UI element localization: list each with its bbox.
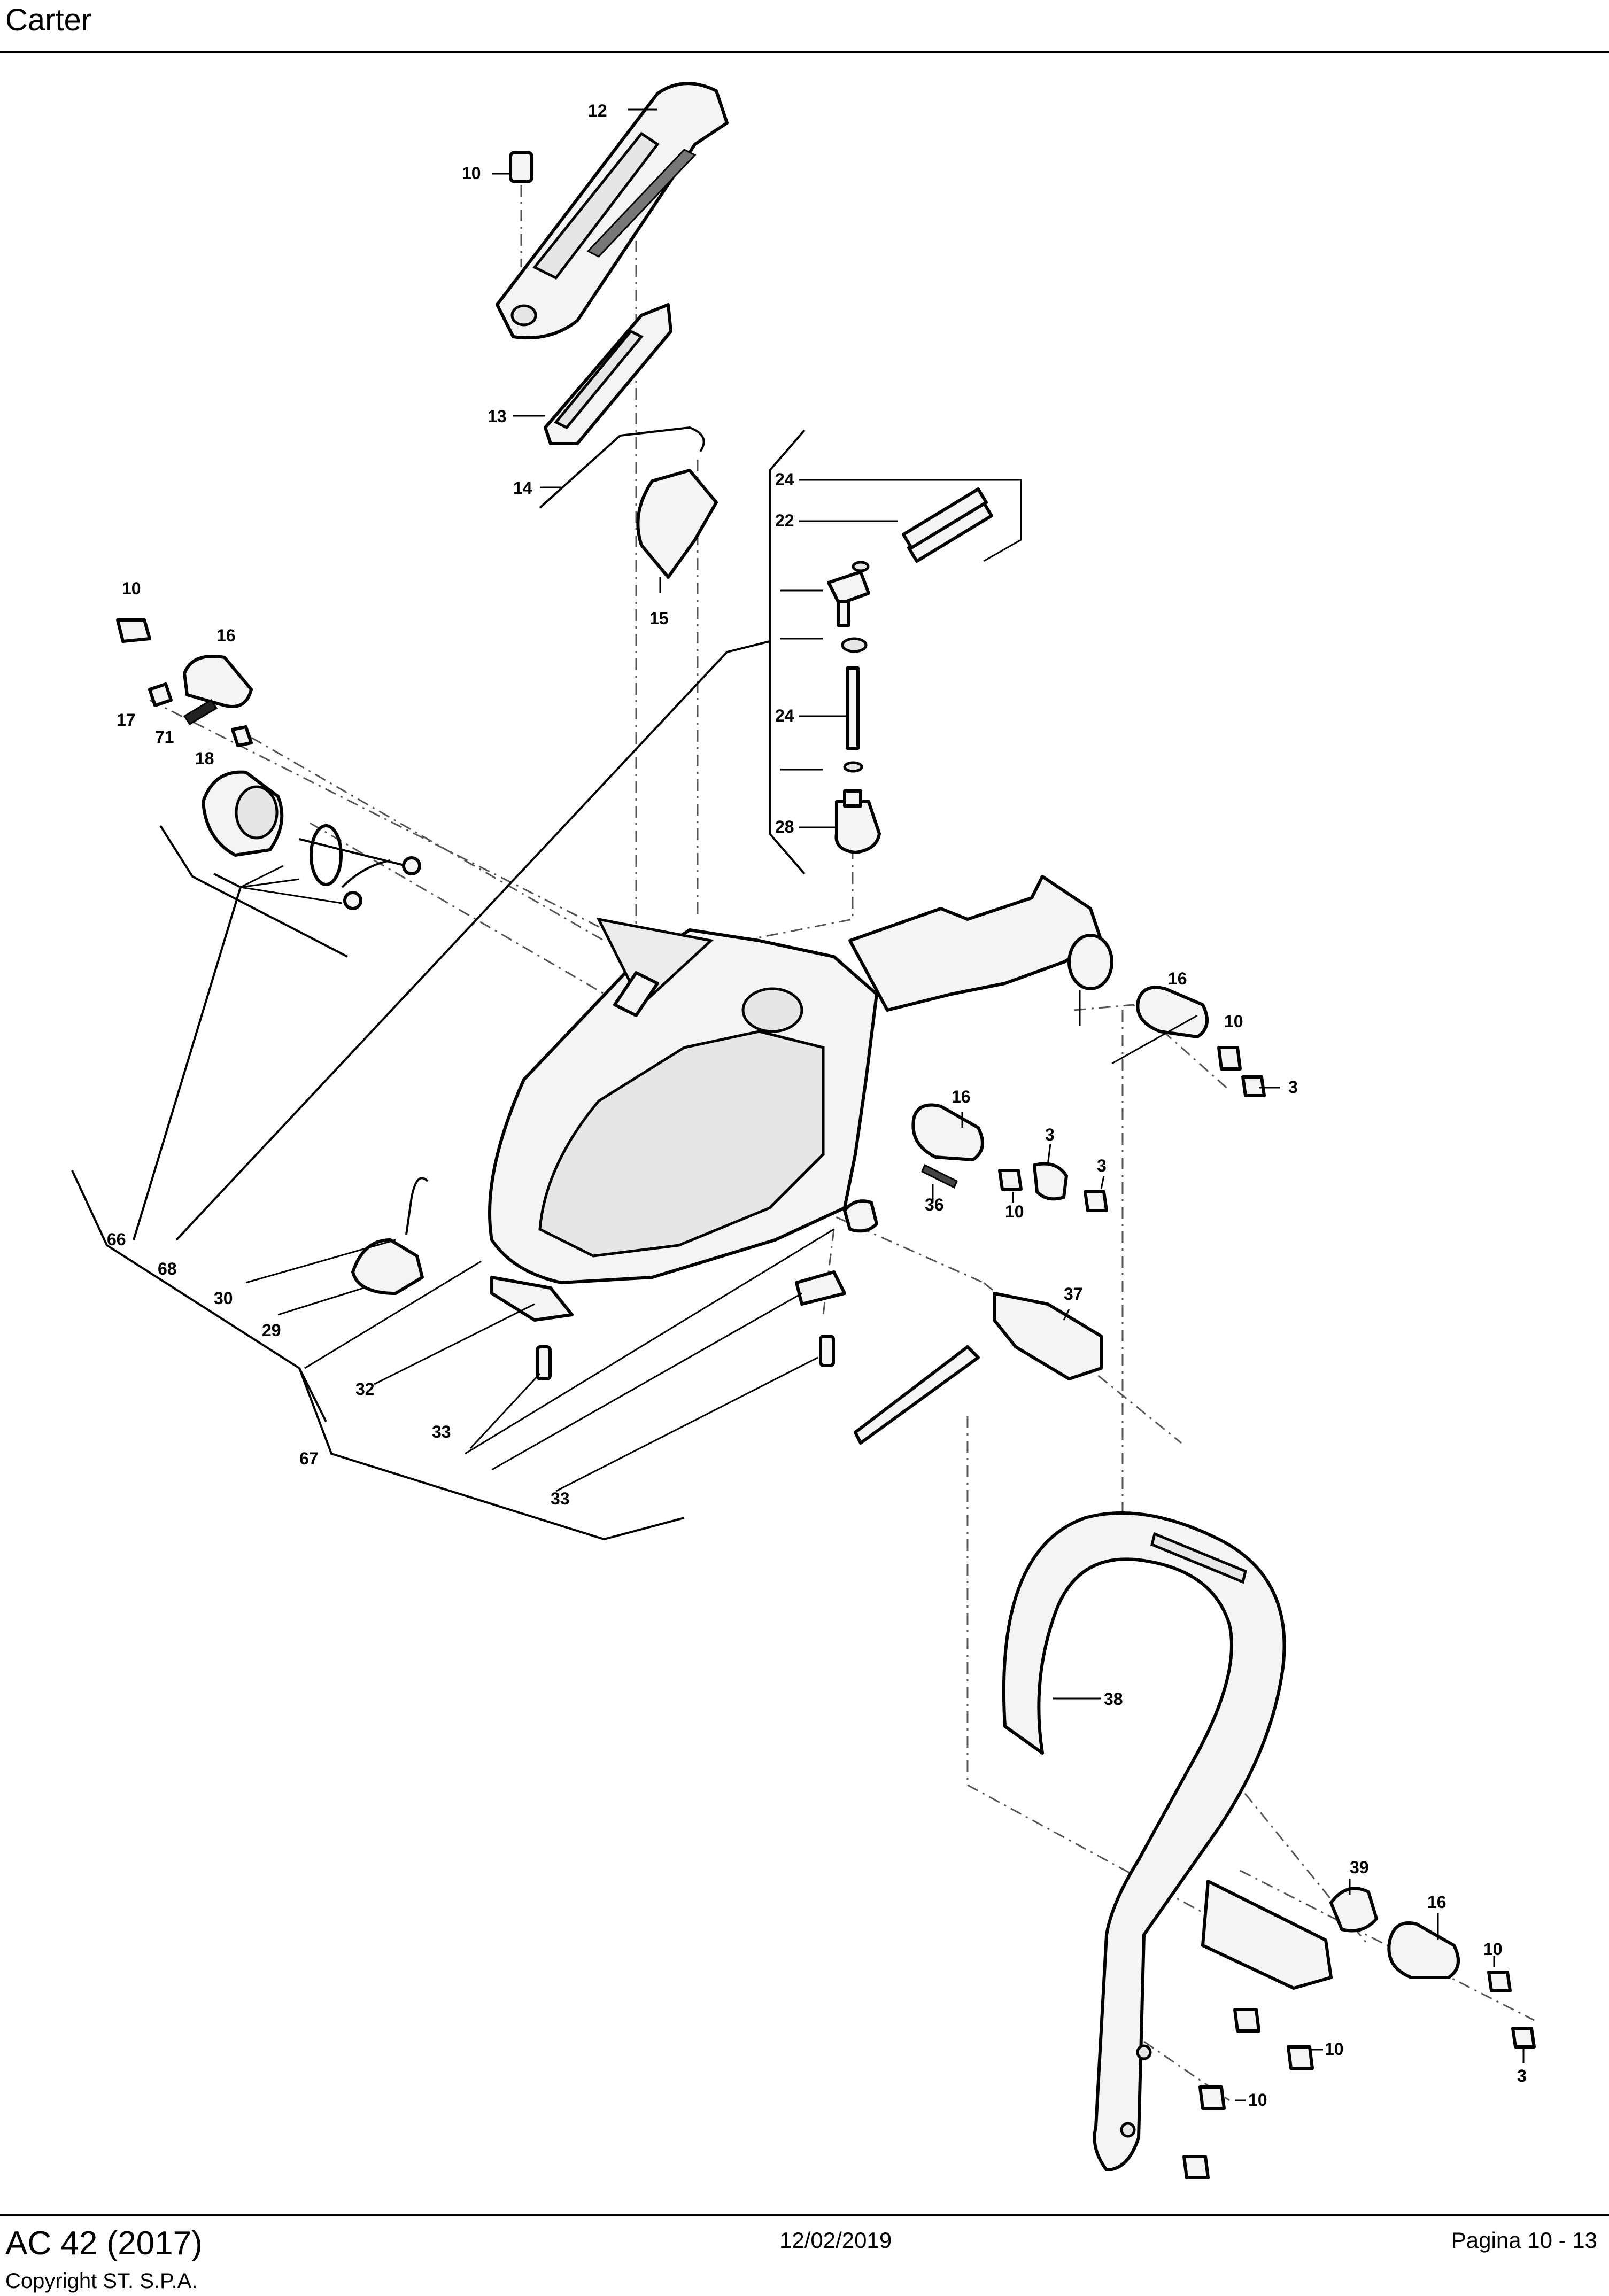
- callout-14: 14: [513, 478, 532, 498]
- part-37-combination-wrench: [854, 1292, 1103, 1445]
- part-10-screw-top: [509, 151, 533, 183]
- callout-68: 68: [158, 1259, 177, 1278]
- callout-16: 16: [1427, 1892, 1446, 1912]
- callout-38: 38: [1104, 1689, 1123, 1709]
- callout-3: 3: [1288, 1077, 1298, 1097]
- right-fastener-parts: [843, 986, 1266, 1233]
- callout-labels: 12 10 13 14 15 24 22 24 28 10 16 17 71 1…: [107, 101, 1527, 2109]
- callout-10: 10: [122, 579, 141, 598]
- model-name: AC 42 (2017): [5, 2225, 203, 2262]
- callout-10: 10: [1248, 2090, 1267, 2109]
- fuel-cap-assembly: [202, 770, 421, 910]
- callout-29: 29: [262, 1321, 281, 1340]
- page-number: Pagina 10 - 13: [1451, 2228, 1597, 2253]
- handle-mount-parts: [1182, 1887, 1536, 2179]
- callout-16: 16: [952, 1087, 971, 1106]
- callout-16: 16: [1168, 969, 1187, 988]
- part-14-spring-wire: [539, 426, 705, 509]
- part-13-throttle-trigger: [544, 303, 672, 445]
- fuel-system-parts: [827, 487, 993, 854]
- left-fastener-parts: [116, 618, 253, 747]
- callout-32: 32: [355, 1379, 375, 1399]
- callout-3: 3: [1517, 2066, 1527, 2085]
- callout-16: 16: [216, 626, 236, 645]
- page-title: Carter: [5, 3, 92, 37]
- callout-67: 67: [299, 1449, 319, 1468]
- callout-leaders: [71, 108, 1525, 2101]
- callout-30: 30: [214, 1289, 233, 1308]
- callout-12: 12: [588, 101, 607, 120]
- callout-18: 18: [195, 749, 214, 768]
- callout-24: 24: [775, 706, 794, 725]
- callout-3: 3: [1097, 1156, 1107, 1175]
- callout-39: 39: [1350, 1858, 1369, 1877]
- callout-66: 66: [107, 1230, 126, 1249]
- copyright-text: Copyright ST. S.P.A.: [5, 2269, 198, 2293]
- callout-3: 3: [1045, 1125, 1055, 1144]
- part-12-handle-cover: [496, 82, 729, 339]
- footer-rule: [0, 2214, 1609, 2216]
- callout-10: 10: [462, 164, 481, 183]
- callout-13: 13: [488, 407, 507, 426]
- part-15-throttle-lockout: [636, 469, 718, 579]
- lower-left-parts: [351, 1177, 846, 1380]
- callout-33: 33: [551, 1489, 570, 1508]
- callout-15: 15: [649, 609, 669, 628]
- callout-37: 37: [1064, 1284, 1083, 1304]
- document-date: 12/02/2019: [779, 2228, 892, 2253]
- header-rule: [0, 51, 1609, 53]
- callout-10: 10: [1483, 1940, 1503, 1959]
- callout-10: 10: [1224, 1012, 1243, 1031]
- callout-33: 33: [432, 1422, 451, 1441]
- callout-22: 22: [775, 511, 794, 530]
- callout-36: 36: [925, 1195, 944, 1214]
- callout-10: 10: [1325, 2039, 1344, 2059]
- callout-10: 10: [1005, 1202, 1024, 1221]
- part-38-front-handle: [1002, 1511, 1333, 2171]
- callout-28: 28: [775, 817, 794, 836]
- callout-17: 17: [117, 710, 136, 730]
- main-crankcase-housing: [488, 875, 1113, 1284]
- callout-24: 24: [775, 470, 794, 489]
- callout-71: 71: [155, 727, 174, 747]
